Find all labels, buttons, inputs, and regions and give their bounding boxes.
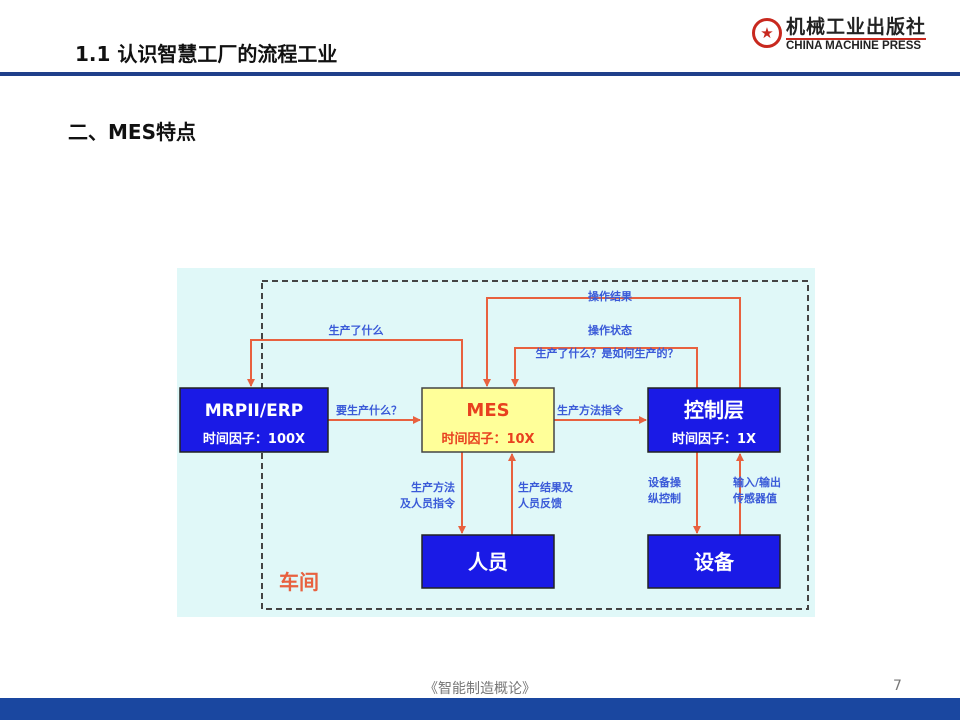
label-equip-ctrl-1: 设备操 <box>648 475 682 489</box>
control-factor: 时间因子：1X <box>672 431 756 447</box>
label-what-how: 生产了什么？是如何生产的？ <box>536 346 679 360</box>
box-mes: MES 时间因子：10X <box>421 387 555 453</box>
label-method-people-2: 及人员指令 <box>400 496 456 510</box>
label-what-to-produce: 要生产什么？ <box>336 403 402 417</box>
label-method-cmd: 生产方法指令 <box>557 403 624 417</box>
people-name: 人员 <box>468 550 508 574</box>
erp-factor: 时间因子：100X <box>203 431 305 447</box>
label-equip-ctrl-2: 纵控制 <box>648 491 681 505</box>
footer-bar <box>0 698 960 720</box>
box-people: 人员 <box>421 534 555 589</box>
page-number: 7 <box>893 678 902 694</box>
label-result-feedback-2: 人员反馈 <box>518 496 562 510</box>
label-result-feedback-1: 生产结果及 <box>518 480 574 494</box>
box-erp: MRPII/ERP 时间因子：100X <box>179 387 329 453</box>
label-method-people-1: 生产方法 <box>411 480 455 494</box>
erp-name: MRPII/ERP <box>205 401 304 421</box>
publisher-logo: ★ 机械工业出版社 CHINA MACHINE PRESS <box>752 16 957 56</box>
label-io-2: 传感器值 <box>732 491 777 505</box>
label-op-result: 操作结果 <box>588 289 632 303</box>
slide-title: 1.1 认识智慧工厂的流程工业 <box>75 42 338 66</box>
section-heading: 二、MES特点 <box>68 120 196 144</box>
header-divider <box>0 72 960 76</box>
footer-book-title: 《智能制造概论》 <box>424 681 536 697</box>
arrow-op-result <box>483 297 741 388</box>
logo-en: CHINA MACHINE PRESS <box>786 40 922 52</box>
emblem-icon: ★ <box>752 18 782 48</box>
mes-name: MES <box>466 400 509 421</box>
workshop-label: 车间 <box>279 570 319 594</box>
arrow-what-produced <box>247 339 463 388</box>
mes-factor: 时间因子：10X <box>441 431 534 447</box>
label-op-status: 操作状态 <box>588 323 632 337</box>
arrow-op-status <box>511 347 698 388</box>
equipment-name: 设备 <box>694 550 735 574</box>
logo-cn: 机械工业出版社 <box>786 16 927 40</box>
label-what-produced: 生产了什么 <box>329 323 384 337</box>
label-io-1: 输入/输出 <box>733 475 781 489</box>
control-name: 控制层 <box>684 398 744 422</box>
box-equipment: 设备 <box>647 534 781 589</box>
box-control: 控制层 时间因子：1X <box>647 387 781 453</box>
